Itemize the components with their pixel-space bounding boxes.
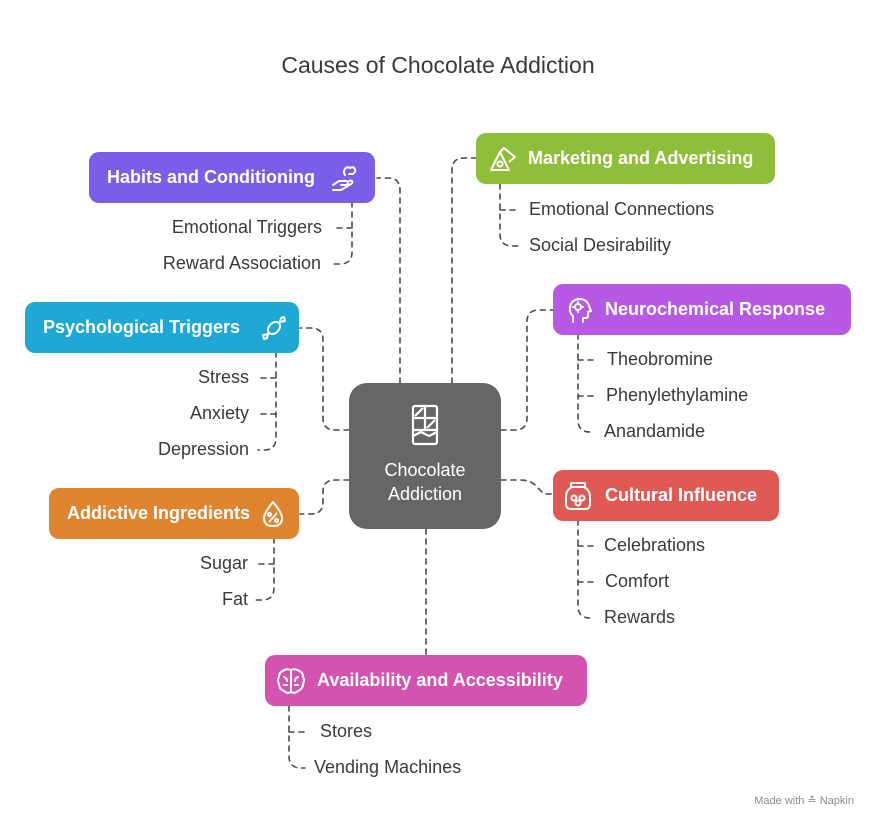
brain-icon — [275, 666, 307, 696]
leaf-anxiety: Anxiety — [189, 403, 249, 423]
chocolate-bar-icon — [409, 403, 441, 452]
hand-gesture-icon — [329, 163, 359, 193]
category-addictive-ingredients: Addictive Ingredients — [49, 488, 299, 539]
category-neurochemical-response: Neurochemical Response — [553, 284, 851, 335]
napkin-brand-text: Napkin — [819, 795, 854, 807]
category-cultural-influence: Cultural Influence — [553, 470, 779, 521]
leaf-social-desirability: Social Desirability — [529, 235, 672, 255]
leaf-theobromine: Theobromine — [607, 349, 714, 369]
leaf-phenylethylamine: Phenylethylamine — [606, 385, 749, 405]
candy-icon — [259, 313, 289, 343]
category-marketing-label: Marketing and Advertising — [528, 148, 754, 168]
central-topic-line2: Addiction — [387, 484, 463, 504]
leaf-reward-association: Reward Association — [162, 253, 321, 273]
category-ingredients-label: Addictive Ingredients — [67, 503, 251, 523]
leaf-vending-machines: Vending Machines — [314, 757, 462, 777]
category-marketing-and-advertising: Marketing and Advertising — [476, 133, 775, 184]
category-neurochemical-label: Neurochemical Response — [605, 299, 826, 319]
leaf-anandamide: Anandamide — [604, 421, 706, 441]
central-topic: Chocolate Addiction — [349, 383, 501, 529]
jar-icon — [563, 480, 593, 512]
percent-drop-icon — [259, 499, 287, 529]
leaf-celebrations: Celebrations — [604, 535, 706, 555]
leaf-rewards: Rewards — [604, 607, 676, 627]
napkin-watermark: Made with ≛ Napkin — [754, 794, 854, 807]
category-psychological-label: Psychological Triggers — [43, 317, 241, 337]
category-habits-label: Habits and Conditioning — [107, 167, 315, 187]
central-topic-line1: Chocolate — [384, 460, 466, 480]
category-psychological-triggers: Psychological Triggers — [25, 302, 299, 353]
category-cultural-label: Cultural Influence — [605, 485, 758, 505]
napkin-logo-icon: ≛ — [807, 795, 817, 807]
leaf-emotional-connections: Emotional Connections — [529, 199, 715, 219]
category-habits-and-conditioning: Habits and Conditioning — [89, 152, 375, 203]
leaf-comfort: Comfort — [605, 571, 670, 591]
leaf-fat: Fat — [221, 589, 248, 609]
leaf-emotional-triggers: Emotional Triggers — [171, 217, 322, 237]
megaphone-icon — [488, 144, 518, 174]
brain-head-icon — [565, 295, 595, 325]
leaf-stress: Stress — [197, 367, 249, 387]
category-availability-and-accessibility: Availability and Accessibility — [265, 655, 587, 706]
leaf-depression: Depression — [157, 439, 249, 459]
category-availability-label: Availability and Accessibility — [317, 670, 563, 690]
leaf-sugar: Sugar — [199, 553, 248, 573]
leaf-stores: Stores — [320, 721, 373, 741]
diagram-title: Causes of Chocolate Addiction — [281, 52, 595, 78]
made-with-text: Made with — [754, 795, 805, 807]
